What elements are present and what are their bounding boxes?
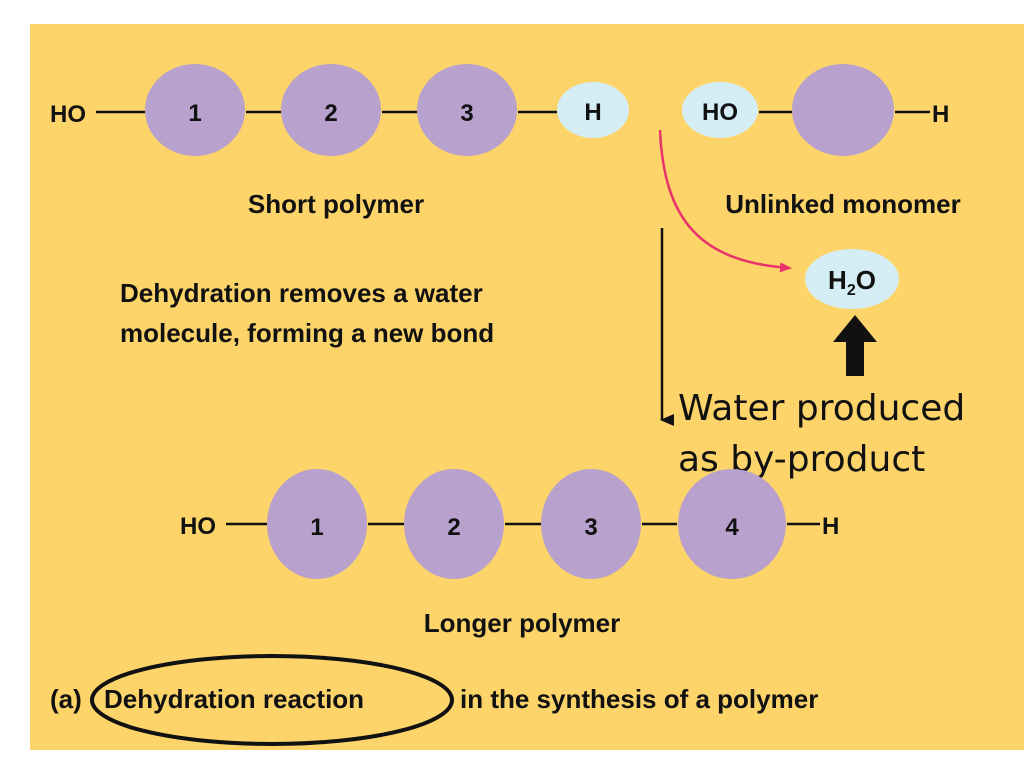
figure-caption-label: (a) — [50, 684, 82, 714]
dehydration-note: Dehydration removes a water molecule, fo… — [120, 278, 494, 348]
monomer-unlabeled — [792, 64, 894, 156]
monomer-3-label: 3 — [584, 514, 597, 541]
monomer-2-label: 2 — [324, 100, 337, 127]
unlinked-monomer-caption: Unlinked monomer — [725, 189, 960, 219]
unlinked-monomer-ho-end: HO — [702, 99, 738, 126]
hydrogen-bubble — [557, 82, 629, 138]
water-bubble — [805, 249, 899, 309]
dehydration-note-line2: molecule, forming a new bond — [120, 318, 494, 348]
longer-polymer-caption: Longer polymer — [424, 608, 620, 638]
monomer-1 — [145, 64, 245, 156]
monomer-1 — [267, 469, 367, 579]
hydroxyl-bubble — [682, 82, 758, 138]
water-release-arrow — [658, 129, 792, 273]
byproduct-note: Water produced as by-product — [678, 388, 965, 480]
figure-caption-rest: in the synthesis of a polymer — [460, 684, 818, 714]
dehydration-note-line1: Dehydration removes a water — [120, 278, 483, 308]
short-polymer-h-end: H — [584, 99, 601, 126]
short-polymer: HO 1 2 3 H Short polymer — [50, 64, 629, 219]
monomer-3 — [541, 469, 641, 579]
monomer-1-label: 1 — [310, 514, 323, 541]
figure-caption: (a) Dehydration reaction in the synthesi… — [50, 654, 818, 746]
water-molecule: H2O — [805, 249, 899, 309]
short-polymer-caption: Short polymer — [248, 189, 424, 219]
water-formula: H2O — [828, 265, 876, 299]
up-arrow-icon — [833, 315, 877, 376]
longer-polymer-h-end: H — [822, 513, 839, 540]
unlinked-monomer: HO H Unlinked monomer — [682, 64, 961, 219]
monomer-4-label: 4 — [725, 514, 739, 541]
figure-caption-highlighted: Dehydration reaction — [104, 684, 364, 714]
unlinked-monomer-h-end: H — [932, 101, 949, 128]
highlight-ellipse — [90, 654, 454, 746]
monomer-4 — [678, 469, 786, 579]
short-polymer-ho-end: HO — [50, 101, 86, 128]
monomer-3-label: 3 — [460, 100, 473, 127]
monomer-1-label: 1 — [188, 100, 201, 127]
monomer-3 — [417, 64, 517, 156]
monomer-2-label: 2 — [447, 514, 460, 541]
longer-polymer: HO 1 2 3 4 H Longer polymer — [180, 469, 839, 638]
monomer-2 — [281, 64, 381, 156]
longer-polymer-ho-end: HO — [180, 513, 216, 540]
byproduct-note-line1: Water produced — [678, 388, 965, 429]
monomer-2 — [404, 469, 504, 579]
